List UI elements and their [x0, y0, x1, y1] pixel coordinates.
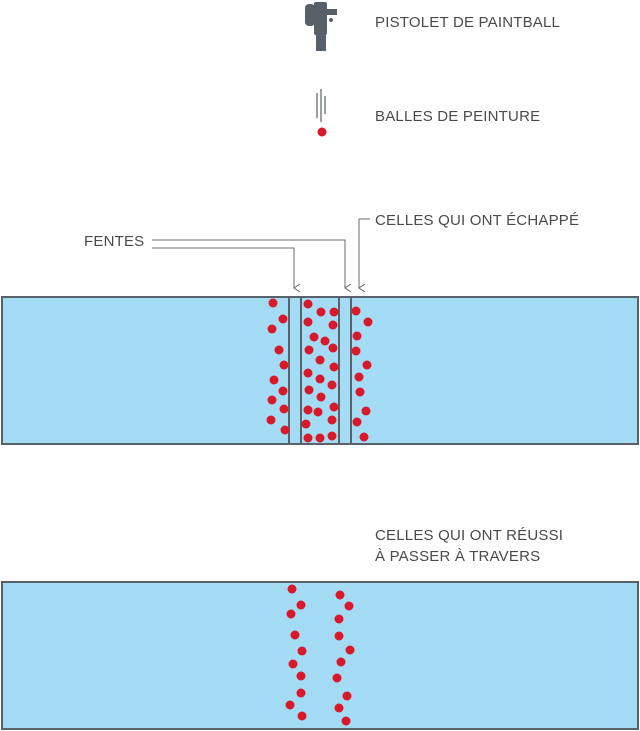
passed-label-line-2: À PASSER À TRAVERS	[375, 548, 541, 565]
slit-barrier	[1, 296, 639, 445]
slit-right	[338, 296, 352, 445]
slits-leader-lines	[152, 239, 345, 288]
slits-label: FENTES	[84, 233, 145, 250]
paintballs-label: BALLES DE PEINTURE	[375, 108, 541, 125]
paintball-gun-icon	[305, 2, 337, 51]
paintball-icon	[316, 89, 327, 137]
screen-paintballs	[285, 584, 355, 726]
gun-label: PISTOLET DE PAINTBALL	[375, 14, 561, 31]
passed-label: CELLES QUI ONT RÉUSSI À PASSER À TRAVERS	[375, 525, 563, 567]
passed-label-line-1: CELLES QUI ONT RÉUSSI	[375, 527, 564, 544]
detection-screen	[1, 581, 639, 730]
escaped-leader-line	[359, 218, 370, 288]
slit-left	[288, 296, 302, 445]
barrier-paintballs	[266, 298, 373, 443]
escaped-label: CELLES QUI ONT ÉCHAPPÉ	[375, 212, 580, 229]
